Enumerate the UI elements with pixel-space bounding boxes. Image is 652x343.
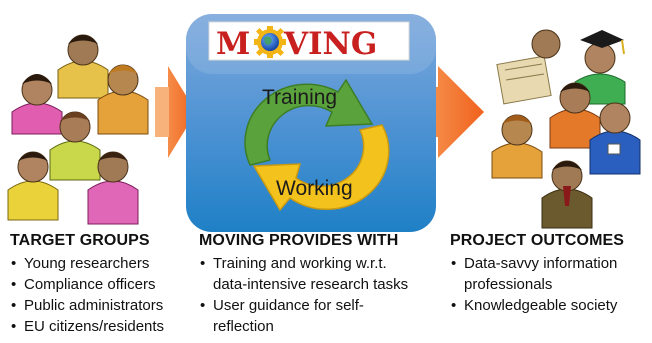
person-icon xyxy=(549,82,601,149)
list-item: Data-savvy information xyxy=(450,253,624,274)
person-icon xyxy=(11,74,63,135)
list-item-continuation: reflection xyxy=(213,318,274,335)
list-item: Young researchers xyxy=(10,253,164,274)
target-groups-section: TARGET GROUPS Young researchers Complian… xyxy=(10,232,164,337)
project-outcomes-section: PROJECT OUTCOMES Data-savvy information … xyxy=(450,232,624,316)
newspaper-reader-icon xyxy=(496,29,561,105)
diagram-artwork: M VING Training Working xyxy=(7,14,641,232)
list-item: Knowledgeable society xyxy=(450,295,624,316)
target-group-people xyxy=(7,34,149,225)
moving-provides-list: Training and working w.r.t. data-intensi… xyxy=(199,253,408,337)
list-item-continuation: professionals xyxy=(464,276,553,293)
list-item: User guidance for self- xyxy=(199,295,408,316)
gear-globe-icon xyxy=(254,26,286,58)
project-outcomes-list: Data-savvy information professionals Kno… xyxy=(450,253,624,316)
list-item-continuation: data-intensive research tasks xyxy=(213,276,409,293)
moving-logo: M VING xyxy=(208,21,410,62)
person-icon xyxy=(541,160,593,229)
working-arrow xyxy=(252,124,390,212)
graduation-cap-icon xyxy=(580,30,624,48)
person-icon xyxy=(7,151,59,221)
person-icon xyxy=(589,102,641,175)
training-working-cycle: Training Working xyxy=(244,78,390,212)
training-arrow xyxy=(244,78,374,166)
person-icon xyxy=(57,34,109,99)
outcome-people xyxy=(491,29,641,229)
list-item: EU citizens/residents xyxy=(10,316,164,337)
target-groups-list: Young researchers Compliance officers Pu… xyxy=(10,253,164,337)
list-item: Compliance officers xyxy=(10,274,164,295)
target-groups-title: TARGET GROUPS xyxy=(10,232,150,249)
person-icon xyxy=(87,151,139,225)
person-icon xyxy=(491,114,543,179)
list-item: Public administrators xyxy=(10,295,164,316)
logo-letter-m: M xyxy=(216,26,250,62)
left-arrow xyxy=(155,66,196,158)
list-item: Training and working w.r.t. xyxy=(199,253,408,274)
working-label: Working xyxy=(276,177,353,200)
moving-provides-title: MOVING PROVIDES WITH xyxy=(199,232,399,249)
person-icon xyxy=(97,64,149,135)
logo-letters-ving: VING xyxy=(283,26,377,62)
person-icon xyxy=(49,111,101,181)
project-outcomes-title: PROJECT OUTCOMES xyxy=(450,232,625,249)
training-label: Training xyxy=(262,86,337,109)
moving-provides-section: MOVING PROVIDES WITH Training and workin… xyxy=(199,232,408,337)
